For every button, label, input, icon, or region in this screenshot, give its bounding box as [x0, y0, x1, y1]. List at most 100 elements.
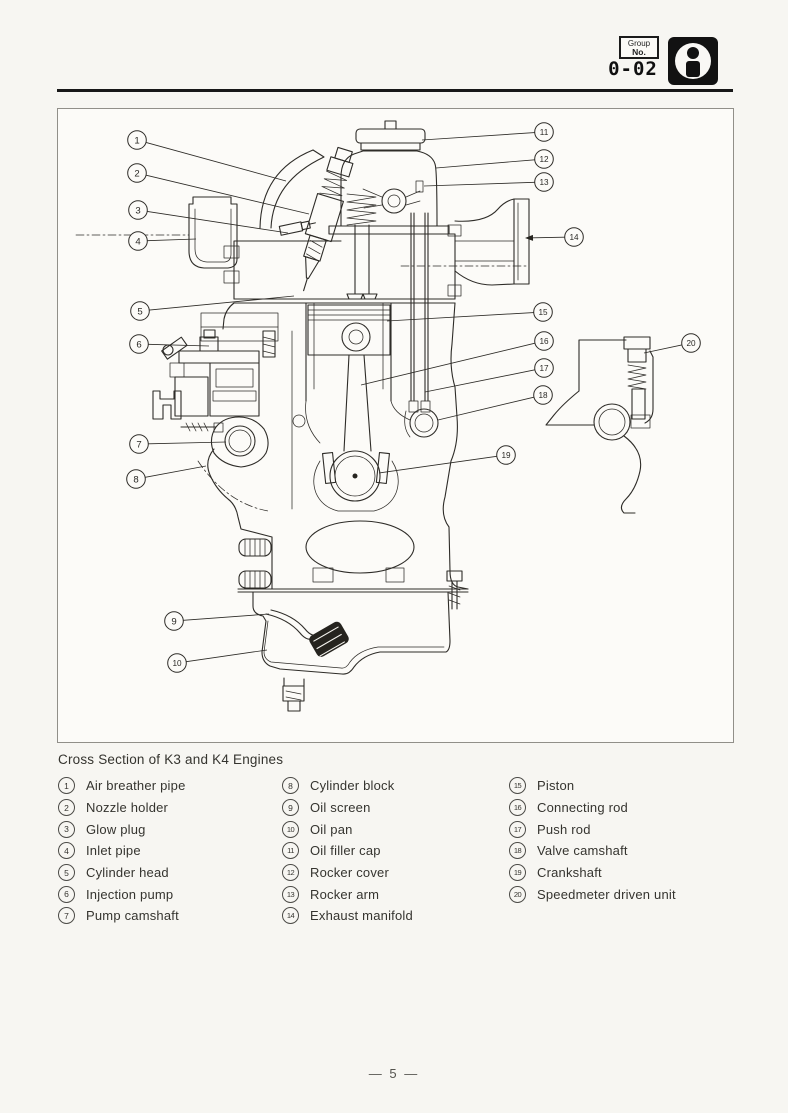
engine-cross-section-drawing	[75, 120, 530, 712]
item-number-badge: 13	[282, 885, 299, 903]
callout-leader	[147, 238, 197, 242]
group-no-box: Group No.	[619, 36, 659, 59]
item-number-badge: 9	[282, 799, 299, 817]
item-label: Oil pan	[310, 821, 353, 837]
item-number-badge: 3	[58, 820, 75, 838]
callout-leader	[145, 174, 310, 215]
callout-number: 19	[501, 451, 511, 460]
callout-number: 11	[540, 128, 549, 137]
callout-circle	[681, 333, 701, 353]
legend-item: 10 Oil pan	[282, 818, 413, 840]
callout-leader	[437, 396, 535, 421]
legend-item: 17 Push rod	[509, 818, 676, 840]
item-label: Connecting rod	[537, 800, 628, 816]
callout-leader	[532, 236, 565, 239]
callout-number: 9	[171, 616, 176, 627]
callout-leader	[148, 343, 210, 347]
item-label: Exhaust manifold	[310, 908, 413, 924]
item-number-badge: 18	[509, 842, 526, 860]
callout-circle	[564, 227, 584, 247]
item-number-badge: 6	[58, 885, 75, 903]
callout-leader	[148, 441, 227, 445]
item-label: Injection pump	[86, 886, 174, 902]
callout-10: 10	[167, 649, 268, 673]
item-label: Glow plug	[86, 821, 146, 837]
icon-i-dot	[687, 47, 699, 59]
callout-leader	[183, 613, 270, 621]
item-label: Inlet pipe	[86, 843, 141, 859]
callout-leader	[435, 159, 535, 169]
callout-number: 8	[133, 474, 138, 485]
group-code: 0-02	[608, 58, 658, 80]
callout-number: 6	[136, 339, 141, 350]
callout-9: 9	[164, 611, 270, 631]
item-number-badge: 7	[58, 907, 75, 925]
callout-17: 17	[424, 358, 554, 393]
callout-leader	[149, 295, 295, 311]
callout-circle	[534, 172, 554, 192]
callout-2: 2	[127, 163, 310, 215]
callout-circle	[129, 434, 149, 454]
callout-circle	[164, 611, 184, 631]
callout-leader	[147, 210, 289, 234]
callout-arrowhead	[525, 234, 534, 241]
callout-circle	[130, 301, 150, 321]
item-label: Crankshaft	[537, 865, 602, 881]
legend-item: 4 Inlet pipe	[58, 840, 186, 862]
callout-number: 20	[686, 339, 696, 348]
callout-leader	[186, 649, 268, 663]
item-label: Push rod	[537, 821, 591, 837]
callout-14: 14	[525, 227, 584, 247]
item-number-badge: 10	[282, 820, 299, 838]
item-label: Piston	[537, 778, 575, 794]
callout-16: 16	[360, 331, 554, 386]
callout-number: 13	[539, 178, 549, 187]
icon-i-body	[686, 61, 700, 77]
callout-8: 8	[126, 465, 207, 489]
callout-3: 3	[128, 200, 289, 234]
callout-5: 5	[130, 295, 295, 321]
item-number-badge: 16	[509, 799, 526, 817]
item-number-badge: 17	[509, 820, 526, 838]
callout-number: 16	[539, 337, 549, 346]
callout-leader	[424, 369, 535, 393]
callout-leader	[378, 455, 497, 474]
callout-number: 3	[135, 205, 140, 216]
callout-12: 12	[435, 149, 554, 169]
item-number-badge: 12	[282, 864, 299, 882]
item-number-badge: 5	[58, 864, 75, 882]
callout-leader	[386, 312, 534, 322]
callout-circle	[126, 469, 146, 489]
callout-number: 1	[134, 135, 139, 146]
callout-circle	[167, 653, 187, 673]
item-label: Speedmeter driven unit	[537, 886, 676, 902]
callout-11: 11	[421, 122, 554, 142]
callout-circle	[533, 302, 553, 322]
callout-circle	[533, 385, 553, 405]
item-label: Air breather pipe	[86, 778, 186, 794]
item-number-badge: 4	[58, 842, 75, 860]
callout-1: 1	[127, 130, 287, 182]
callout-18: 18	[437, 385, 553, 421]
callout-number: 5	[137, 306, 142, 317]
item-number-badge: 2	[58, 799, 75, 817]
callout-circle	[128, 231, 148, 251]
callout-7: 7	[129, 434, 227, 454]
legend-item: 6 Injection pump	[58, 883, 186, 905]
callout-number: 4	[135, 236, 141, 247]
callout-circle	[128, 200, 148, 220]
item-number-badge: 8	[282, 777, 299, 795]
